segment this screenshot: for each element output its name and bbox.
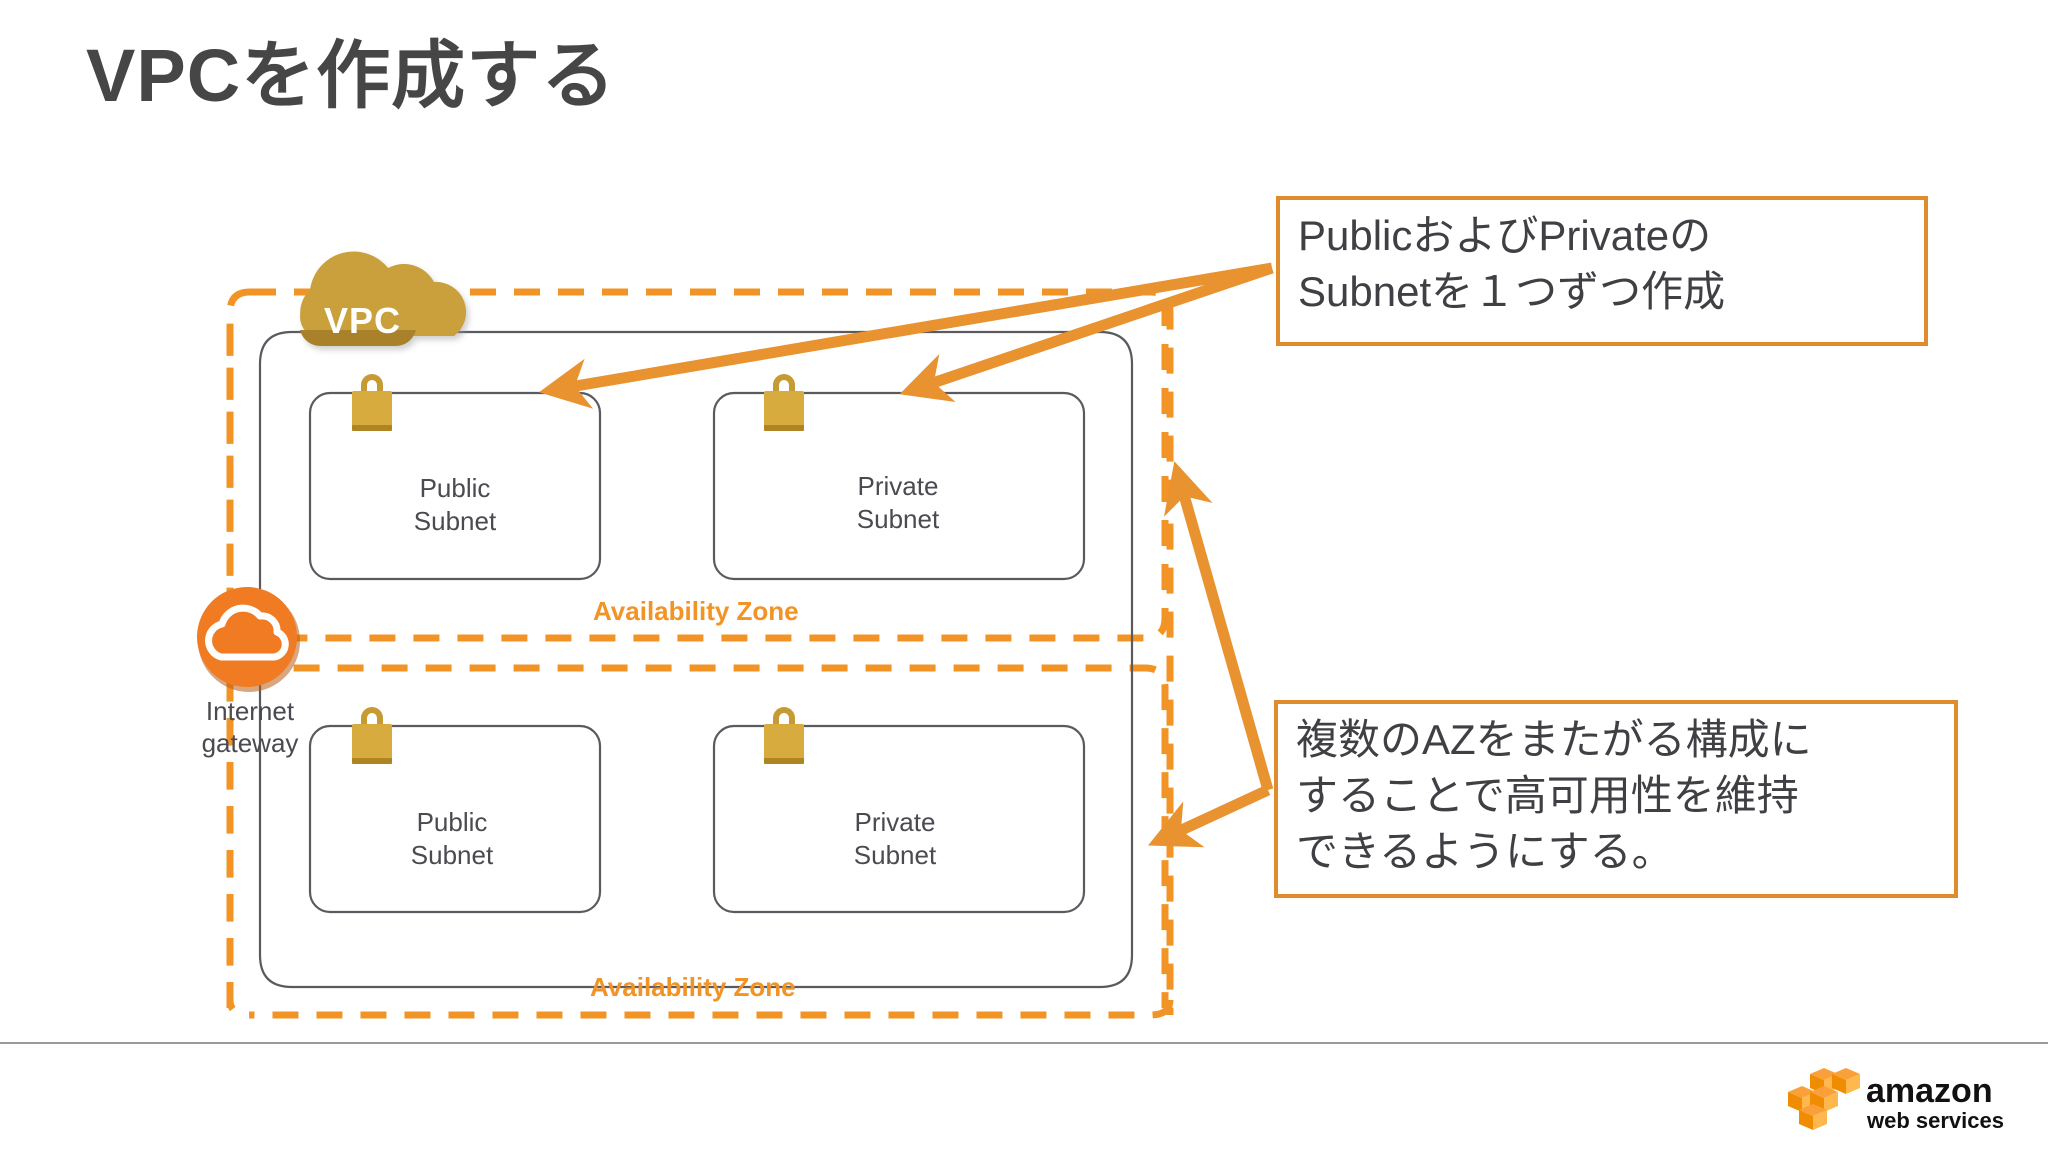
internet-gateway-label-line1: Internet — [205, 696, 295, 726]
footer-divider — [0, 1042, 2048, 1044]
callout-subnets: PublicおよびPrivateの Subnetを１つずつ作成 — [1276, 196, 1928, 346]
availability-zone-label-1: Availability Zone — [593, 596, 799, 626]
subnet-label-line1: Private — [854, 807, 936, 837]
lock-icon — [764, 374, 804, 431]
availability-zone-1-boundary — [226, 300, 1169, 642]
internet-gateway-cloud-icon — [197, 587, 300, 692]
callout-arrow-az-upper — [1163, 461, 1274, 792]
subnet-label-private-az2: Private Subnet — [835, 806, 955, 872]
vpc-inner-frame — [258, 330, 1134, 989]
lock-icon — [764, 707, 804, 764]
subnet-label-line1: Public — [416, 807, 488, 837]
vpc-badge-label: VPC — [324, 300, 402, 341]
callout-arrow-public-subnet — [538, 262, 1273, 409]
callout-availability-zones: 複数のAZをまたがる構成に することで高可用性を維持 できるようにする。 — [1274, 700, 1958, 898]
subnet-label-public-az1: Public Subnet — [395, 472, 515, 538]
aws-logo-wordmark-primary: amazon — [1866, 1072, 1993, 1110]
subnet-label-private-az1: Private Subnet — [838, 470, 958, 536]
subnet-label-line1: Public — [419, 473, 491, 503]
subnet-label-line2: Subnet — [856, 504, 940, 534]
internet-gateway-label: Internet gateway — [180, 695, 320, 759]
subnet-label-line2: Subnet — [410, 840, 494, 870]
subnet-label-line2: Subnet — [853, 840, 937, 870]
page-title: VPCを作成する — [86, 34, 617, 117]
aws-logo-wordmark-secondary: web services — [1866, 1108, 2004, 1133]
lock-icon — [352, 707, 392, 764]
lock-icon — [352, 374, 392, 431]
callout-arrow-private-subnet — [899, 262, 1274, 402]
subnet-label-line2: Subnet — [413, 506, 497, 536]
aws-logo: amazon web services — [1788, 1068, 2004, 1133]
subnet-label-line1: Private — [857, 471, 939, 501]
availability-zone-2-boundary — [226, 664, 1169, 1008]
callout-arrow-az-lower — [1148, 785, 1271, 848]
subnet-label-public-az2: Public Subnet — [392, 806, 512, 872]
vpc-boundary — [226, 288, 1174, 1019]
availability-zone-label-2: Availability Zone — [590, 972, 796, 1002]
aws-cubes-icon — [1788, 1068, 1860, 1130]
internet-gateway-label-line2: gateway — [201, 728, 299, 758]
